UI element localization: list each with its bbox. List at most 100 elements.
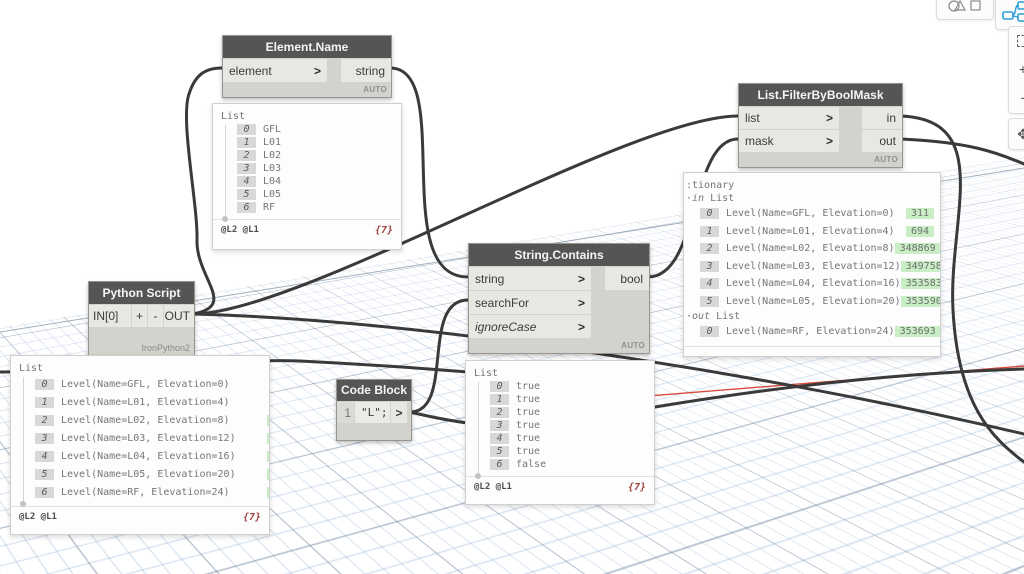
out-list-label: ·out List xyxy=(686,311,741,322)
index-badge: 2 xyxy=(35,414,54,426)
chevron-icon: > xyxy=(577,271,585,286)
zoom-out-button[interactable]: - xyxy=(1010,83,1024,111)
item-value: Level(Name=L01, Elevation=4) xyxy=(726,225,895,237)
fit-view-button[interactable] xyxy=(1010,27,1024,55)
list-item: 4 L04 xyxy=(237,175,401,188)
node-header[interactable]: Element.Name xyxy=(223,36,391,58)
zoom-in-button[interactable]: + xyxy=(1010,55,1024,83)
index-badge: 5 xyxy=(490,446,509,457)
port-string-output[interactable]: string xyxy=(341,59,391,82)
item-value: Level(Name=RF, Elevation=24) xyxy=(726,326,895,338)
item-value: Level(Name=L02, Elevation=8) xyxy=(61,414,230,426)
item-value: L02 xyxy=(263,150,282,161)
node-string-contains[interactable]: String.Contains string > bool searchFor … xyxy=(468,243,650,354)
graph-nodes-icon[interactable] xyxy=(1002,0,1024,22)
lacing-label: AUTO xyxy=(874,155,898,164)
list-item: 0 GFL xyxy=(237,123,401,136)
port-ignorecase-input[interactable]: ignoreCase > xyxy=(469,315,591,338)
list-header: List xyxy=(474,368,499,379)
item-value: Level(Name=L01, Elevation=4) xyxy=(61,396,230,408)
node-element-name[interactable]: Element.Name element > string AUTO xyxy=(222,35,392,98)
item-value: RF xyxy=(263,202,276,213)
add-input-button[interactable]: + xyxy=(132,305,147,327)
node-header[interactable]: List.FilterByBoolMask xyxy=(739,84,902,106)
value-badge: 348869 xyxy=(894,243,940,255)
item-value: Level(Name=L04, Elevation=16) xyxy=(726,278,901,290)
chevron-icon: > xyxy=(577,295,585,310)
index-badge: 2 xyxy=(237,150,256,161)
port-list-input[interactable]: list > xyxy=(739,107,839,129)
node-python-script[interactable]: Python Script IN[0] + - OUT IronPython2 xyxy=(88,281,195,357)
item-count-label: {7} xyxy=(242,512,261,523)
footer-separator xyxy=(213,219,401,220)
wire-out-right[interactable] xyxy=(899,137,1024,166)
item-value: true xyxy=(516,420,541,431)
item-count-label: {7} xyxy=(374,225,393,236)
list-item: 0 Level(Name=GFL, Elevation=0) 311 xyxy=(35,375,269,393)
index-badge: 5 xyxy=(237,189,256,200)
list-guide-line[interactable] xyxy=(475,382,481,479)
item-value: GFL xyxy=(263,124,282,135)
lacing-label: AUTO xyxy=(621,341,645,350)
value-badge: 353590 xyxy=(266,468,269,480)
port-searchfor-input[interactable]: searchFor > xyxy=(469,291,591,314)
node-header[interactable]: String.Contains xyxy=(469,244,649,266)
index-badge: 3 xyxy=(35,432,54,444)
chevron-icon: > xyxy=(825,111,833,125)
list-item: 1 L01 xyxy=(237,136,401,149)
list-item: 3 L03 xyxy=(237,162,401,175)
port-out-output[interactable]: out xyxy=(862,130,902,152)
item-value: Level(Name=L05, Elevation=20) xyxy=(726,295,901,307)
index-badge: 3 xyxy=(490,420,509,431)
preview-bubble-names: List 0 GFL 1 L01 2 L02 3 xyxy=(212,103,402,250)
zoom-out-icon: - xyxy=(1021,90,1024,104)
wire-in-descending[interactable] xyxy=(899,114,1024,464)
item-value: L01 xyxy=(263,137,282,148)
index-badge: 0 xyxy=(237,124,256,135)
list-item: 0 true xyxy=(490,380,654,393)
wire-out-to-list[interactable] xyxy=(191,114,740,316)
item-value: false xyxy=(516,459,547,470)
value-badge: 353693 xyxy=(266,486,269,498)
index-badge: 1 xyxy=(237,137,256,148)
list-header: List xyxy=(221,111,246,122)
item-value: Level(Name=L03, Elevation=12) xyxy=(726,260,901,272)
value-badge: 353590 xyxy=(900,295,940,307)
port-in0-input[interactable]: IN[0] xyxy=(89,305,131,327)
wire-string-to-string[interactable] xyxy=(388,66,470,279)
port-element-input[interactable]: element > xyxy=(223,59,327,82)
item-value: Level(Name=L04, Elevation=16) xyxy=(61,450,236,462)
expand-handle[interactable] xyxy=(20,501,26,507)
value-badge: 311 xyxy=(905,208,934,220)
node-header[interactable]: Python Script xyxy=(89,282,194,304)
port-bool-output[interactable]: bool xyxy=(605,267,649,290)
node-code-block[interactable]: Code Block 1 "L"; > xyxy=(336,379,412,441)
code-input[interactable]: "L"; xyxy=(355,402,390,423)
node-header[interactable]: Code Block xyxy=(337,380,411,401)
lacing-label: AUTO xyxy=(363,85,387,94)
wire-out-to-element[interactable] xyxy=(185,66,224,316)
index-badge: 5 xyxy=(35,468,54,480)
index-badge: 4 xyxy=(35,450,54,462)
port-in-output[interactable]: in xyxy=(862,107,902,129)
expand-handle[interactable] xyxy=(222,216,228,222)
remove-input-button[interactable]: - xyxy=(148,305,163,327)
index-badge: 1 xyxy=(490,394,509,405)
port-mask-input[interactable]: mask > xyxy=(739,130,839,152)
list-item: 4 Level(Name=L04, Elevation=16) 353583 xyxy=(35,447,269,465)
list-guide-line[interactable] xyxy=(20,377,26,507)
port-string-input[interactable]: string > xyxy=(469,267,591,290)
wire-codeblock-to-searchfor[interactable] xyxy=(408,298,470,414)
pan-button[interactable]: ✥ xyxy=(1010,120,1024,148)
shapes-icon[interactable] xyxy=(945,0,985,13)
port-out-output[interactable]: OUT xyxy=(164,305,194,327)
item-value: true xyxy=(516,433,541,444)
item-value: Level(Name=L03, Elevation=12) xyxy=(61,432,236,444)
list-guide-line[interactable] xyxy=(222,125,228,222)
node-filter-by-bool-mask[interactable]: List.FilterByBoolMask list > in mask > o… xyxy=(738,83,903,168)
expand-handle[interactable] xyxy=(475,473,481,479)
port-codeblock-output[interactable]: > xyxy=(391,402,407,423)
list-item: 4 true xyxy=(490,432,654,445)
footer-separator xyxy=(466,476,654,477)
